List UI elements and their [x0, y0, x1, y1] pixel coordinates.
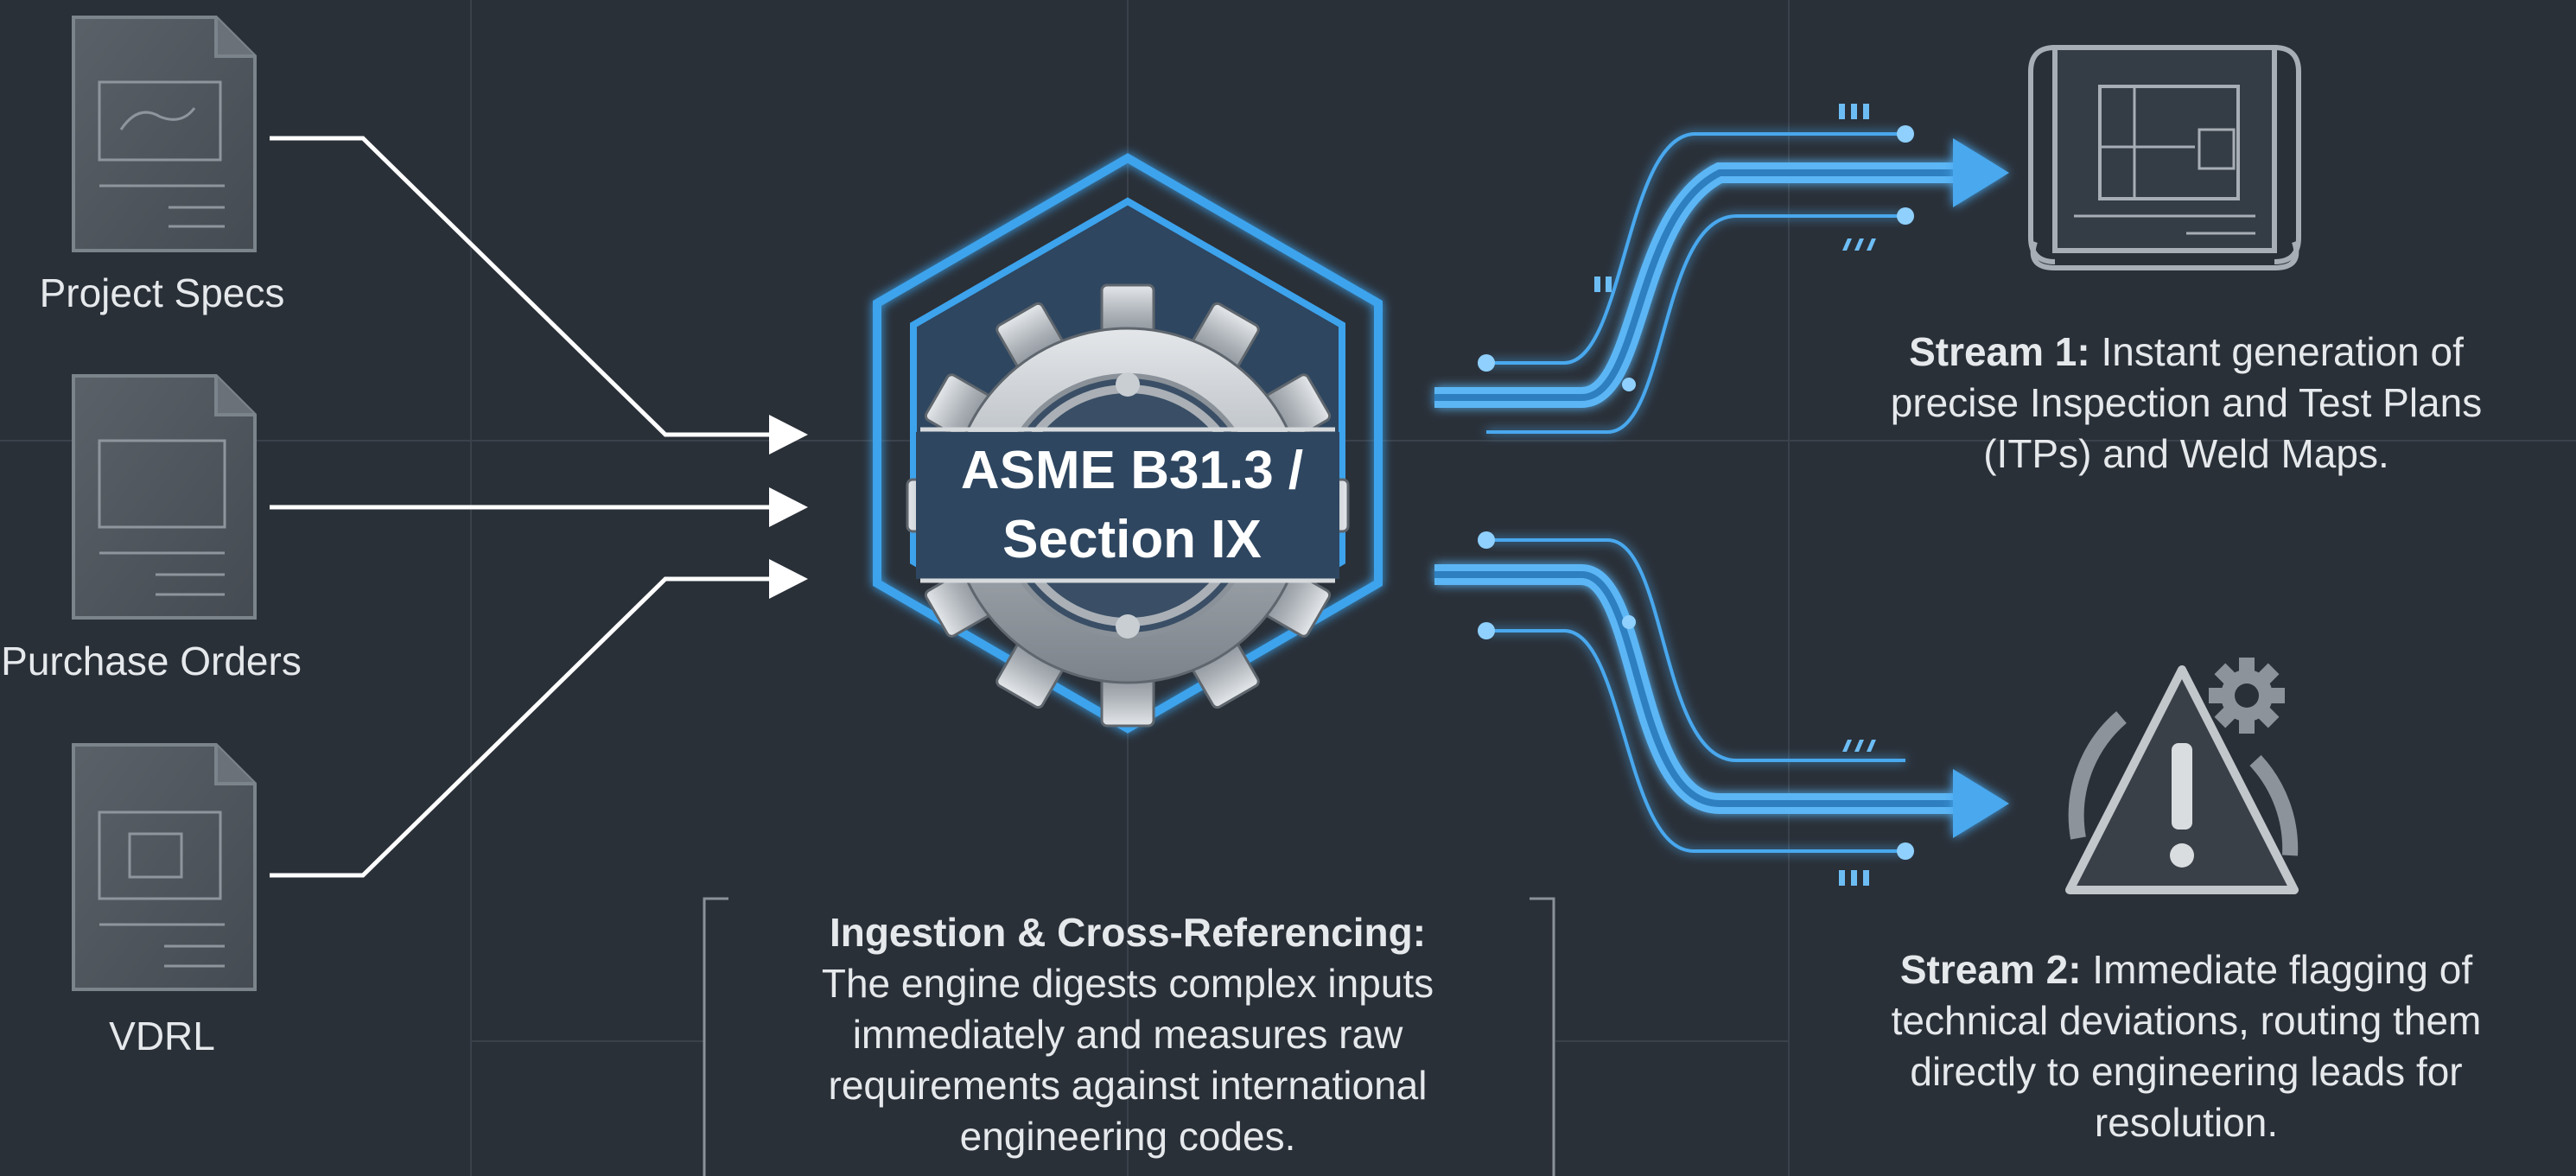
core-title-rules: [920, 427, 1335, 583]
core-title-backdrop: [916, 432, 1339, 579]
stream1-description: Stream 1: Instant generation of precise …: [1806, 327, 2566, 480]
output-stream-1-flow: [1434, 132, 1979, 434]
stream-arrowheads: [1953, 138, 2009, 838]
input-document-vdrl: [72, 743, 257, 991]
stream1-line: (ITPs) and Weld Maps.: [1983, 431, 2389, 476]
document-blueprint-icon: [72, 374, 257, 620]
warning-gear-icon: [2065, 658, 2299, 894]
core-title: ASME B31.3 / Section IX: [881, 436, 1383, 575]
ingestion-line: engineering codes.: [959, 1114, 1296, 1159]
blueprint-scroll-icon: [2028, 45, 2301, 270]
stream2-description: Stream 2: Immediate flagging of technica…: [1806, 944, 2566, 1148]
stream2-line: resolution.: [2094, 1100, 2279, 1145]
document-blueprint-icon: [72, 16, 257, 252]
input-document-purchase-orders: [72, 374, 257, 620]
input-label-project-specs: Project Specs: [39, 270, 285, 315]
input-arrows: [270, 136, 773, 878]
stream2-heading: Stream 2:: [1899, 947, 2082, 992]
document-blueprint-icon: [72, 743, 257, 991]
output-stream-2-flow: [1434, 538, 1979, 853]
stream1-line: Instant generation of: [2089, 329, 2464, 374]
input-arrowheads: [769, 415, 808, 599]
stream2-line: Immediate flagging of: [2081, 947, 2473, 992]
core-title-line2: Section IX: [1002, 510, 1262, 569]
input-document-project-specs: [72, 16, 257, 252]
stream-tick-marks: [1594, 104, 1876, 886]
stream-node-dots: [1478, 125, 1914, 860]
ingestion-line: The engine digests complex inputs: [821, 961, 1434, 1006]
ingestion-heading: Ingestion & Cross-Referencing:: [829, 910, 1427, 955]
stream2-line: directly to engineering leads for: [1910, 1049, 2463, 1094]
core-title-line1: ASME B31.3 /: [960, 441, 1304, 500]
stream1-line: precise Inspection and Test Plans: [1890, 380, 2483, 425]
ingestion-line: requirements against international: [828, 1063, 1428, 1108]
stream1-heading: Stream 1:: [1909, 329, 2090, 374]
ingestion-description: Ingestion & Cross-Referencing: The engin…: [717, 907, 1538, 1162]
ingestion-line: immediately and measures raw: [852, 1012, 1403, 1057]
input-label-purchase-orders: Purchase Orders: [1, 639, 302, 683]
input-label-vdrl: VDRL: [109, 1014, 215, 1058]
stream2-line: technical deviations, routing them: [1891, 998, 2482, 1043]
ingestion-bracket: [703, 897, 1555, 1176]
